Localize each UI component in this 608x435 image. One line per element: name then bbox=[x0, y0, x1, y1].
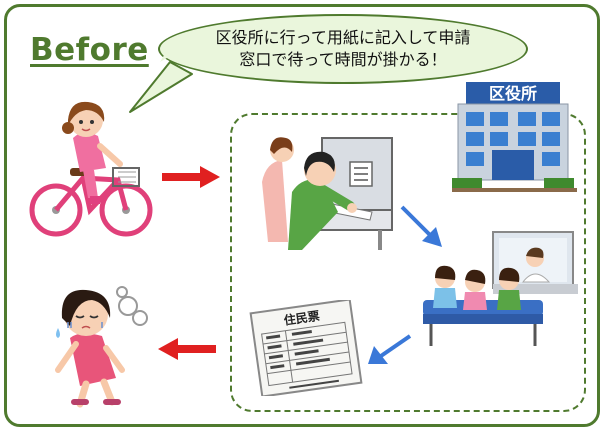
before-title: Before bbox=[30, 32, 149, 68]
speech-bubble-tail bbox=[129, 61, 193, 113]
city-office-building-icon: 区役所 bbox=[452, 82, 577, 192]
office-process-area bbox=[230, 113, 586, 412]
man-writing-form-icon bbox=[262, 137, 393, 250]
people-waiting-at-counter-icon bbox=[423, 231, 578, 346]
girl-on-bicycle-icon bbox=[29, 101, 153, 237]
blue-arrow-down-left bbox=[368, 334, 412, 364]
building-sign: 区役所 bbox=[489, 84, 537, 103]
bubble-tail-mask bbox=[160, 42, 184, 62]
blue-arrow-down-right bbox=[400, 205, 442, 247]
red-arrow-right bbox=[162, 166, 220, 188]
speech-bubble: 区役所に行って用紙に記入して申請 窓口で待って時間が掛かる！ bbox=[158, 14, 528, 84]
tired-girl-icon bbox=[55, 286, 148, 408]
bubble-line-2: 窓口で待って時間が掛かる！ bbox=[239, 50, 447, 69]
red-arrow-left bbox=[158, 338, 216, 360]
bubble-line-1: 区役所に行って用紙に記入して申請 bbox=[215, 28, 471, 47]
resident-certificate-icon: 住民票 bbox=[249, 300, 363, 396]
document-label: 住民票 bbox=[283, 308, 321, 328]
